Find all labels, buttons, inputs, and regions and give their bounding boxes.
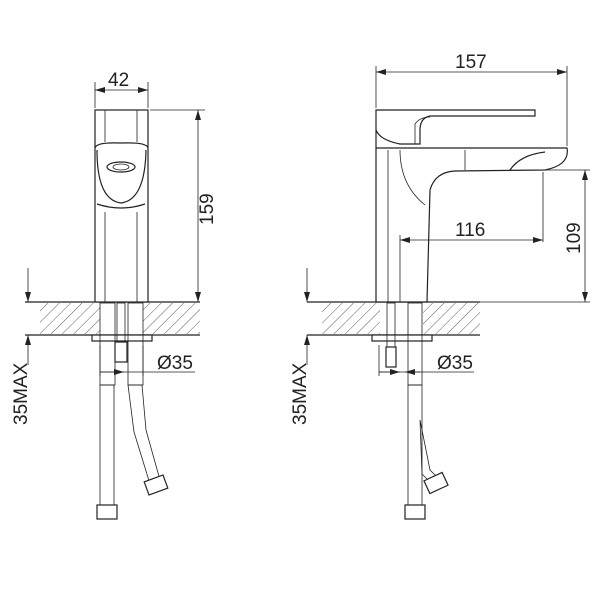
side-spout-reach-dimension: 116	[455, 220, 485, 241]
side-max-thickness-dimension: 35MAX	[290, 362, 311, 425]
side-hole-diameter-dimension: Ø35	[437, 353, 473, 374]
side-length-dimension: 157	[455, 52, 487, 73]
front-view: 42 159 35MAX Ø35	[11, 70, 218, 520]
hose-nut-icon	[423, 471, 449, 495]
hose-nut-icon	[404, 504, 426, 520]
front-height-dimension: 159	[197, 193, 218, 225]
front-max-thickness-dimension: 35MAX	[11, 362, 32, 425]
faucet-body-front	[94, 109, 149, 303]
hose-nut-icon	[96, 504, 118, 520]
supply-hoses-side	[385, 302, 449, 520]
front-width-dimension: 42	[108, 70, 129, 91]
countertop-section-front	[25, 301, 200, 342]
side-view: 157 116 109 35MAX Ø35	[290, 52, 590, 520]
dimension-lines-front	[25, 82, 205, 376]
countertop-section-side	[307, 301, 480, 342]
hose-nut-icon	[143, 474, 169, 496]
supply-hoses-front	[96, 302, 169, 520]
side-spout-height-dimension: 109	[564, 222, 585, 254]
faucet-body-side	[375, 109, 568, 303]
dimension-lines-side	[304, 66, 590, 376]
front-hole-diameter-dimension: Ø35	[157, 353, 193, 374]
